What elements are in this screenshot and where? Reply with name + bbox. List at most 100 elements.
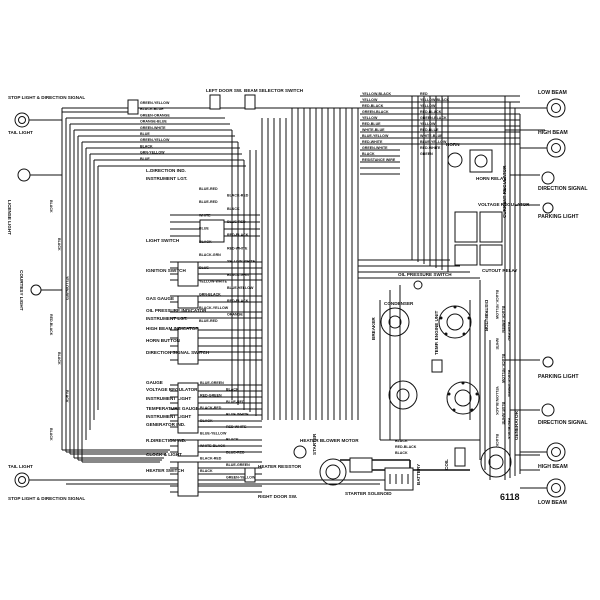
label-clock-light: CLOCK & LIGHT — [146, 452, 182, 457]
wire-label-gauge-area: BLUE-RED — [226, 400, 245, 404]
wire-label-top-left: ORANGE-BLUE — [140, 120, 167, 124]
label-heater-switch: HEATER SWITCH — [146, 468, 185, 473]
wire-label-top-right: RED-WHITE — [420, 146, 441, 150]
wire-label-top-right: RED-BLACK — [420, 110, 442, 114]
label-instrument-lgt: INSTRUMENT LGT. — [146, 176, 187, 181]
label-heater-resistor: HEATER RESISTOR — [258, 464, 302, 469]
label-r-direction-ind: R.DIRECTION IND. — [146, 438, 186, 443]
wire-label-top-right: YELLOW-BLACK — [420, 98, 449, 102]
wire-label-switch-area: BLACK-YELLOW — [199, 306, 229, 310]
label-instrument-lgt-2: INSTRUMENT LGT. — [146, 316, 187, 321]
label-battery: BATTERY — [416, 464, 421, 485]
label-parking-light-top: PARKING LIGHT — [538, 214, 579, 220]
wire-label-switch-area: BLUE-RED — [199, 319, 218, 323]
label-coil: COIL — [444, 459, 449, 470]
wire-label-bottom: BLACK — [395, 439, 408, 443]
label-horn-relay: HORN RELAY — [476, 176, 506, 181]
wire-label-switch-area: YELLOW-WHITE — [199, 279, 228, 283]
wire-label-top-right: WHITE-BLUE — [420, 134, 443, 138]
wire-label-top-left: GREEN-WHITE — [140, 126, 166, 130]
wire-label-switch-area: BLACK-GRN — [227, 273, 249, 277]
label-tail-light-top: TAIL LIGHT — [8, 130, 33, 135]
label-heater-blower-motor: HEATER BLOWER MOTOR — [300, 438, 359, 443]
wire-label-switch-area: RED-BLACK — [227, 299, 249, 303]
label-generator: GENERATOR — [514, 410, 519, 440]
wire-label-gauge-area: BLUE-RED — [226, 450, 245, 454]
label-horn: HORN — [446, 142, 460, 147]
label-high-beam-bottom: HIGH BEAM — [538, 464, 568, 470]
wire-label-top-right: RED-BLUE — [362, 122, 381, 126]
wire-label-switch-area: BLUE — [199, 266, 209, 270]
label-light-switch: LIGHT SWITCH — [146, 238, 180, 243]
label-temp-engine-unit: TEMP. ENGINE UNIT — [434, 310, 439, 355]
wire-label-switch-area: RED-BLACK — [227, 233, 249, 237]
wire-label-gauge-area: BLUE-GREEN — [200, 381, 224, 385]
wire-label-right-side: BLACK-GREEN — [507, 370, 511, 397]
label-tail-light-bottom: TAIL LIGHT — [8, 464, 33, 469]
wire-label-top-right: YELLOW — [420, 122, 436, 126]
label-current-regulator: CURRENT REGULATOR — [502, 165, 507, 218]
label-gas-gauge: GAS GAUGE — [146, 296, 174, 301]
wire-label-left-side: BLACK — [49, 200, 53, 213]
wire-label-switch-area: YELLOW-WHITE — [227, 260, 256, 264]
wire-label-top-right: GREEN — [420, 152, 433, 156]
label-distributor: DISTRIBUTOR — [484, 300, 489, 332]
wire-label-top-right: RESISTANCE WIRE — [362, 158, 396, 162]
wire-label-right-side: BLUE-WHITE — [501, 402, 505, 425]
label-high-beam-top: HIGH BEAM — [538, 130, 568, 136]
wire-label-top-right: RED-BLACK — [362, 104, 384, 108]
wire-label-left-side: BLACK — [49, 428, 53, 441]
wire-label-gauge-area: BLACK — [226, 387, 239, 391]
label-voltage-regulator: VOLTAGE REGULATOR — [478, 202, 530, 207]
wire-label-top-left: GREEN-YELLOW — [140, 101, 170, 105]
label-right-door-sw: RIGHT DOOR SW. — [258, 494, 297, 499]
wire-label-gauge-area: BLUE-YELLOW — [200, 431, 227, 435]
wire-label-top-left: GRN-YELLOW — [140, 151, 165, 155]
wire-label-gauge-area: WHITE-BLACK — [200, 444, 226, 448]
dash-switches — [127, 94, 307, 497]
wire-label-top-left: BLACK-BLUE — [140, 107, 164, 111]
wire-label-top-right: YELLOW-BLACK — [362, 92, 391, 96]
wire-label-switch-area: BLUE-RED — [199, 187, 218, 191]
wire-label-right-side: BLACK-GREEN — [501, 306, 505, 333]
wire-label-switch-area: BLACK-RED — [227, 194, 249, 198]
wire-label-right-side: YELLOW-BLACK — [495, 386, 499, 415]
wire-labels: GREEN-YELLOWBLACK-BLUEGREEN-ORANGEORANGE… — [49, 92, 511, 480]
label-generator-ind: GENERATOR IND. — [146, 422, 185, 427]
wire-label-switch-area: ORANGE — [227, 312, 243, 316]
right-front-lights — [520, 98, 566, 498]
wire-label-right-side: BLACK-YELLOW — [495, 290, 499, 320]
wire-label-top-right: BLUE-YELLOW — [362, 134, 389, 138]
wire-label-right-side: RED-BLACK — [507, 418, 511, 440]
label-low-beam-bottom: LOW BEAM — [538, 500, 567, 506]
wire-label-top-right: YELLOW — [362, 98, 378, 102]
wire-label-gauge-area: BLACK — [200, 419, 213, 423]
wire-label-right-side: BLUE-RED — [507, 322, 511, 341]
wire-label-gauge-area: RED-GREEN — [200, 394, 222, 398]
label-high-beam-indicator: HIGH BEAM INDICATOR — [146, 326, 199, 331]
wire-label-gauge-area: BLACK-RED — [200, 457, 222, 461]
wire-label-top-right: BLUE-YELLOW — [420, 140, 447, 144]
wire-label-gauge-area: BLACK-RED — [200, 406, 222, 410]
wire-label-gauge-area: BLACK — [226, 438, 239, 442]
left-rear-lights — [14, 112, 62, 488]
wire-label-top-right: GREEN-WHITE — [362, 146, 388, 150]
wire-label-left-side: BLACK — [65, 390, 69, 403]
label-voltage-regulator-gauge: VOLTAGE REGULATOR — [146, 387, 198, 392]
wire-label-switch-area: GRN-BLACK — [199, 293, 221, 297]
label-starter-solenoid: STARTER SOLENOID — [345, 491, 392, 496]
label-direction-signal-bottom: DIRECTION SIGNAL — [538, 420, 588, 426]
label-stop-light-direction-signal-top: STOP LIGHT & DIRECTION SIGNAL — [8, 95, 85, 100]
label-instrument-light-2: INSTRUMENT LIGHT — [146, 414, 191, 419]
wire-label-top-right: RED-WHITE — [362, 140, 383, 144]
wire-label-switch-area: BLACK-GRN — [199, 253, 221, 257]
label-oil-pressure-switch: OIL PRESSURE SWITCH — [398, 272, 452, 277]
wire-label-switch-area: BLACK — [227, 207, 240, 211]
wire-label-switch-area: BLACK — [199, 240, 212, 244]
wire-label-gauge-area: BLUE-GREEN — [226, 463, 250, 467]
label-temperature-gauge: TEMPERATURE GAUGE — [146, 406, 199, 411]
label-direction-signal-top: DIRECTION SIGNAL — [538, 186, 588, 192]
label-l-direction-ind: L.DIRECTION IND. — [146, 168, 186, 173]
wire-label-top-right: RED-BLUE — [420, 128, 439, 132]
label-cutout-relay: CUTOUT RELAY — [482, 268, 517, 273]
